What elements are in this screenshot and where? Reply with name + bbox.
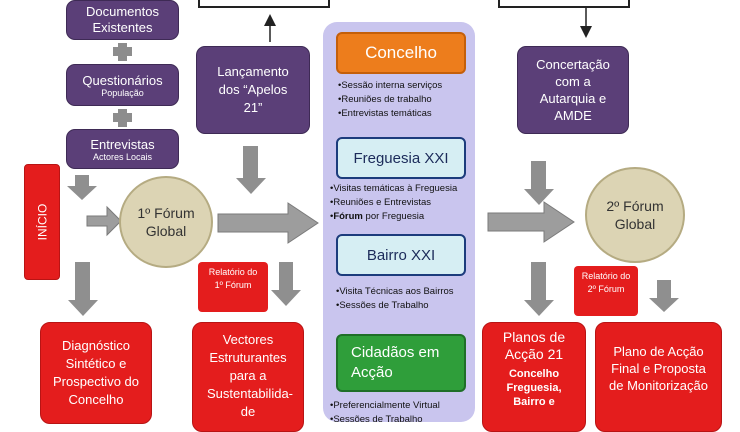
relatorio-2-box: Relatório do 2º Fórum (574, 266, 638, 316)
forum-1-ellipse: 1º Fórum Global (119, 176, 213, 268)
concelho-item: Entrevistas temáticas (338, 107, 442, 121)
documentos-label: Documentos Existentes (86, 4, 159, 35)
diagnostico-label: Diagnóstico Sintético e Prospectivo do C… (53, 338, 139, 407)
relatorio-1-label: Relatório do 1º Fórum (208, 267, 258, 290)
plano-final-label: Plano de Acção Final e Proposta de Monit… (609, 344, 708, 393)
bairro-title: Bairro XXI (366, 246, 436, 264)
concelho-item: Sessão interna serviços (338, 79, 442, 93)
diagnostico-box: Diagnóstico Sintético e Prospectivo do C… (40, 322, 152, 424)
entrevistas-sub: Actores Locais (92, 151, 153, 162)
entrevistas-label: Entrevistas (90, 136, 155, 152)
concelho-title-box: Concelho (336, 32, 466, 74)
relatorio-2-label: Relatório do 2º Fórum (581, 271, 631, 294)
cidadaos-item: Preferencialmente Virtual (330, 399, 440, 413)
freguesia-item: Fórum por Freguesia (330, 210, 457, 224)
bairro-title-box: Bairro XXI (336, 234, 466, 276)
right-arrows (86, 201, 575, 244)
concelho-list: Sessão interna serviços Reuniões de trab… (338, 79, 442, 121)
forum-1-label: 1º Fórum Global (137, 204, 195, 239)
questionarios-box: Questionários População (66, 64, 179, 106)
relatorio-1-box: Relatório do 1º Fórum (198, 262, 268, 312)
freguesia-item: Visitas temáticas à Freguesia (330, 182, 457, 196)
concertacao-box: Concertação com a Autarquia e AMDE (517, 46, 629, 134)
inicio-box: INÍCIO (24, 164, 60, 280)
plus-icon (113, 43, 132, 127)
inicio-label: INÍCIO (35, 203, 50, 241)
bairro-item: Sessões de Trabalho (336, 299, 454, 313)
top-box-right (498, 0, 630, 8)
cidadaos-item: Sessões de Trabalho (330, 413, 440, 427)
concelho-title: Concelho (365, 43, 437, 62)
freguesia-title-box: Freguesia XXI (336, 137, 466, 179)
questionarios-label: Questionários (82, 72, 163, 88)
cidadaos-title: Cidadãos em Acção (351, 344, 440, 381)
documentos-box: Documentos Existentes (66, 0, 179, 40)
down-arrows (67, 146, 679, 316)
arrows-layer (67, 8, 679, 316)
forum-2-label: 2º Fórum Global (606, 197, 664, 232)
planos-box: Planos de Acção 21 Concelho Freguesia, B… (482, 322, 586, 432)
concertacao-label: Concertação com a Autarquia e AMDE (536, 57, 610, 123)
top-box-left (198, 0, 330, 8)
vectores-label: Vectores Estruturantes para a Sustentabi… (207, 332, 293, 419)
planos-sub: Concelho Freguesia, Bairro e (506, 368, 562, 408)
questionarios-sub: População (101, 87, 144, 98)
lancamento-label: Lançamento dos “Apelos 21” (217, 64, 289, 115)
vectores-box: Vectores Estruturantes para a Sustentabi… (192, 322, 304, 432)
planos-title: Planos de Acção 21 (502, 329, 566, 362)
bairro-item: Visita Técnicas aos Bairros (336, 285, 453, 299)
lancamento-box: Lançamento dos “Apelos 21” (196, 46, 310, 134)
freguesia-list: Visitas temáticas à Freguesia Reuniões e… (330, 182, 457, 224)
cidadaos-list: Preferencialmente Virtual Sessões de Tra… (330, 399, 440, 427)
bairro-list: Visita Técnicas aos Bairros Sessões de T… (336, 285, 454, 313)
freguesia-title: Freguesia XXI (353, 149, 449, 167)
freguesia-item: Reuniões e Entrevistas (330, 196, 457, 210)
plano-final-box: Plano de Acção Final e Proposta de Monit… (595, 322, 722, 432)
concelho-item: Reuniões de trabalho (338, 93, 442, 107)
entrevistas-box: Entrevistas Actores Locais (66, 129, 179, 169)
cidadaos-title-box: Cidadãos em Acção (336, 334, 466, 392)
forum-2-ellipse: 2º Fórum Global (585, 167, 685, 263)
